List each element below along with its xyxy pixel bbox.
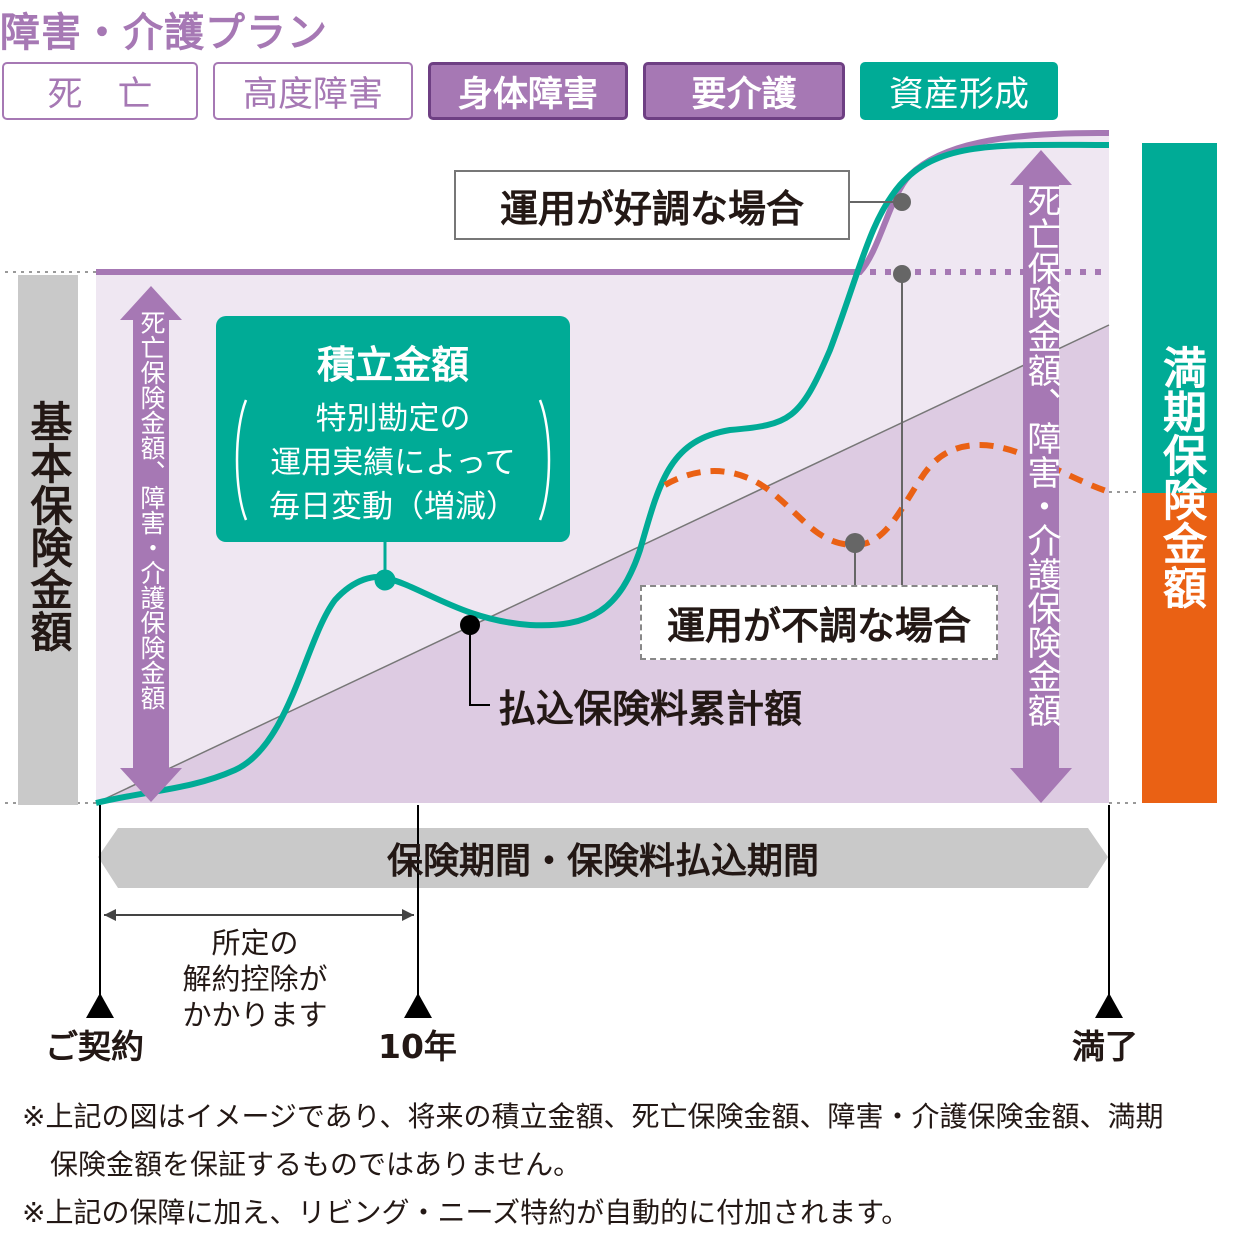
year10-label: 10年 bbox=[378, 1027, 457, 1066]
maturity-triangle bbox=[1095, 993, 1123, 1018]
tag-death-label: 死 亡 bbox=[47, 74, 153, 115]
basic-amount-label: 基本保険金額 bbox=[24, 400, 73, 652]
premium-total-label: 払込保険料累計額 bbox=[498, 687, 803, 731]
maturity-amount-label: 満期保険金額 bbox=[1155, 345, 1206, 609]
note-2: 保険金額を保証するものではありません。 bbox=[22, 1148, 582, 1181]
tag-severe-disability-label: 高度障害 bbox=[242, 74, 383, 115]
tag-nursing-care: 要介護 bbox=[643, 62, 845, 120]
note-3: ※上記の保障に加え、リビング・ニーズ特約が自動的に付加されます。 bbox=[22, 1196, 910, 1229]
accumulated-title: 積立金額 bbox=[316, 343, 469, 387]
death-benefit-right-bar bbox=[1023, 175, 1059, 770]
accumulated-marker bbox=[374, 569, 396, 591]
contract-label: ご契約 bbox=[45, 1027, 144, 1066]
maturity-orange-bar bbox=[1142, 493, 1217, 803]
surrender-line-2: 解約控除が bbox=[182, 962, 328, 996]
note-1: ※上記の図はイメージであり、将来の積立金額、死亡保険金額、障害・介護保険金額、満… bbox=[22, 1100, 1164, 1133]
page-title: 障害・介護プラン bbox=[0, 10, 328, 56]
tag-severe-disability: 高度障害 bbox=[213, 62, 413, 120]
tag-physical-disability: 身体障害 bbox=[428, 62, 628, 120]
bad-case-callout: 運用が不調な場合 bbox=[640, 585, 998, 660]
tag-asset-building: 資産形成 bbox=[860, 62, 1058, 120]
period-label: 保険期間・保険料払込期間 bbox=[386, 841, 819, 882]
death-benefit-right-label: 死亡保険金額、障害・介護保険金額 bbox=[1021, 183, 1061, 727]
year10-triangle bbox=[404, 993, 432, 1018]
death-benefit-left-bar bbox=[133, 310, 169, 770]
period-arrow bbox=[98, 828, 1108, 888]
contract-triangle bbox=[86, 993, 114, 1018]
accumulated-bad-line bbox=[663, 441, 1110, 549]
tag-death: 死 亡 bbox=[2, 62, 198, 120]
tag-physical-disability-label: 身体障害 bbox=[457, 74, 598, 115]
premium-line bbox=[95, 324, 1110, 804]
premium-callout-line bbox=[469, 625, 490, 706]
accumulated-desc-3: 毎日変動（増減） bbox=[269, 489, 517, 525]
accumulated-good-line bbox=[95, 141, 1110, 806]
accumulated-desc-1: 特別勘定の bbox=[315, 401, 471, 437]
tag-nursing-care-label: 要介護 bbox=[691, 74, 797, 115]
accumulated-box: 積立金額 特別勘定の 運用実績によって 毎日変動（増減） bbox=[216, 316, 570, 542]
maturity-label: 満了 bbox=[1072, 1027, 1138, 1066]
maturity-green-bar bbox=[1142, 143, 1217, 493]
tag-asset-building-label: 資産形成 bbox=[888, 74, 1029, 115]
surrender-note: 所定の 解約控除が かかります bbox=[155, 925, 355, 1033]
basic-amount-bar bbox=[18, 275, 78, 805]
death-benefit-left-label: 死亡保険金額、障害・介護保険金額 bbox=[137, 310, 166, 710]
good-case-callout: 運用が好調な場合 bbox=[454, 170, 850, 240]
surrender-line-1: 所定の bbox=[211, 926, 299, 960]
accumulated-desc-2: 運用実績によって bbox=[270, 445, 516, 481]
surrender-line-3: かかります bbox=[182, 998, 328, 1032]
